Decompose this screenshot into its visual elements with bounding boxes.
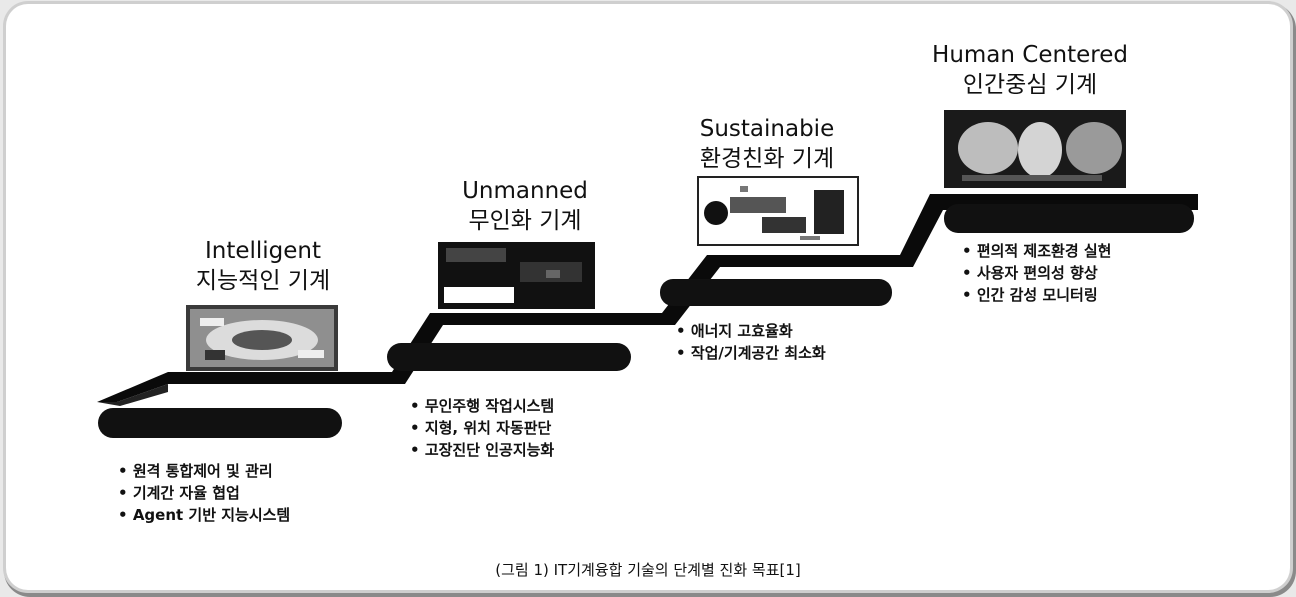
stage-1-title-ko: 지능적인 기계	[195, 268, 331, 294]
stage-2-bullets: 무인주행 작업시스템 지형, 위치 자동판단 고장진단 인공지능화	[410, 395, 554, 461]
list-item: 작업/기계공간 최소화	[676, 342, 826, 364]
list-item: 사용자 편의성 향상	[962, 262, 1111, 284]
list-item: Agent 기반 지능시스템	[118, 504, 290, 526]
stage-4-title-ko: 인간중심 기계	[962, 72, 1098, 98]
stage-2-title-ko: 무인화 기계	[468, 208, 582, 234]
list-item: 원격 통합제어 및 관리	[118, 460, 290, 482]
list-item: 고장진단 인공지능화	[410, 439, 554, 461]
plant-layout-photo	[186, 305, 338, 371]
stage-4-pill	[944, 204, 1194, 233]
stage-3-title-ko: 환경친화 기계	[699, 146, 835, 172]
stage-1-bullets: 원격 통합제어 및 관리 기계간 자율 협업 Agent 기반 지능시스템	[118, 460, 290, 526]
stage-2-title: Unmanned 무인화 기계	[430, 176, 620, 236]
stage-1-title-en: Intelligent	[204, 238, 322, 264]
stage-4-title-en: Human Centered	[932, 42, 1128, 68]
stage-3-title: Sustainabie 환경친화 기계	[672, 114, 862, 174]
list-item: 애너지 고효율화	[676, 320, 826, 342]
eco-machine-diagram	[697, 176, 859, 246]
stage-3-bullets: 애너지 고효율화 작업/기계공간 최소화	[676, 320, 826, 364]
stage-1-title: Intelligent 지능적인 기계	[168, 236, 358, 296]
list-item: 무인주행 작업시스템	[410, 395, 554, 417]
list-item: 편의적 제조환경 실현	[962, 240, 1112, 262]
stage-2-pill	[387, 343, 631, 371]
stage-1-pill	[98, 408, 342, 438]
stair-edge	[97, 384, 168, 406]
figure-caption: (그림 1) IT기계융합 기술의 단계별 진화 목표[1]	[495, 561, 801, 579]
list-item: 인간 감성 모니터링	[962, 284, 1111, 306]
stage-3-title-en: Sustainabie	[699, 116, 835, 142]
human-interface-photo	[944, 110, 1126, 188]
stage-4-bullets: 편의적 제조환경 실현 사용자 편의성 향상 인간 감성 모니터링	[962, 240, 1112, 306]
stage-2-title-en: Unmanned	[462, 178, 588, 204]
unmanned-machine-photo	[438, 242, 595, 309]
list-item: 기계간 자율 협업	[118, 482, 290, 504]
stage-3-pill	[660, 279, 892, 306]
stage-4-title: Human Centered 인간중심 기계	[918, 40, 1142, 100]
list-item: 지형, 위치 자동판단	[410, 417, 554, 439]
stair-band	[97, 194, 1198, 402]
